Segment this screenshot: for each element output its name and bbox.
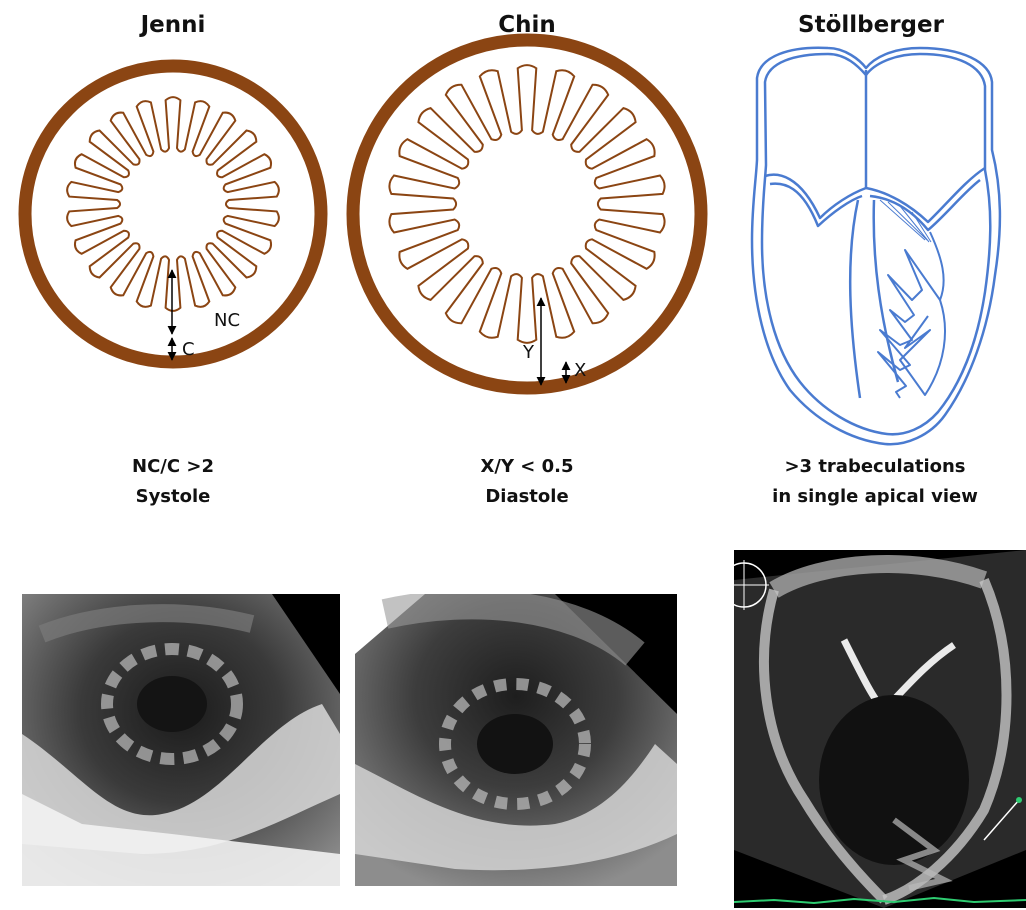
chin-heart-cross-section: Y X bbox=[353, 40, 701, 388]
stollberger-criterion: >3 trabeculations in single apical view bbox=[725, 452, 1025, 512]
jenni-trabeculae-outline bbox=[67, 97, 279, 311]
chin-criterion-phase: Diastole bbox=[377, 482, 677, 512]
jenni-myocardial-wall bbox=[25, 66, 321, 362]
jenni-criterion-ratio: NC/C >2 bbox=[23, 452, 323, 482]
chin-y-label: Y bbox=[522, 342, 535, 363]
atrial-floor-left bbox=[765, 175, 866, 218]
jenni-nc-label: NC bbox=[214, 310, 240, 331]
chin-criterion-ratio: X/Y < 0.5 bbox=[377, 452, 677, 482]
stollberger-criterion-view: in single apical view bbox=[725, 482, 1025, 512]
jenni-echocardiogram-image bbox=[22, 594, 340, 886]
heart-outer-outline bbox=[752, 48, 1000, 445]
jenni-c-label: C bbox=[182, 339, 195, 360]
heart-inner-outline bbox=[762, 54, 990, 434]
stollberger-heart-four-chamber bbox=[752, 48, 1000, 445]
atrial-floor-right bbox=[866, 168, 985, 222]
chin-x-label: X bbox=[574, 360, 586, 381]
jenni-criterion-phase: Systole bbox=[23, 482, 323, 512]
jenni-heart-cross-section: NC C bbox=[25, 66, 321, 362]
trabeculations-zigzag bbox=[878, 232, 944, 398]
trabeculations-lower bbox=[900, 300, 945, 395]
chin-echocardiogram-image bbox=[355, 594, 677, 886]
chin-criterion: X/Y < 0.5 Diastole bbox=[377, 452, 677, 512]
stollberger-criterion-count: >3 trabeculations bbox=[725, 452, 1025, 482]
stollberger-echocardiogram-image bbox=[734, 550, 1026, 908]
jenni-criterion: NC/C >2 Systole bbox=[23, 452, 323, 512]
atrial-floor-left-inner bbox=[770, 184, 862, 226]
chin-trabeculae-outline bbox=[389, 65, 664, 343]
chordae bbox=[880, 200, 931, 242]
